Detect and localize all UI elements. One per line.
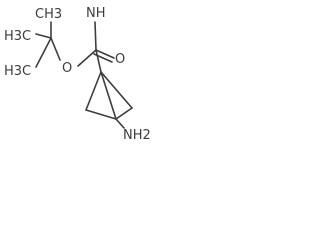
bond-o-carbonyl-c — [77, 49, 97, 67]
atom-label-amine: NH2 — [123, 128, 151, 143]
atom-label-ch3-top: CH3 — [35, 7, 62, 22]
bond-cage-3 — [100, 71, 117, 120]
atom-label-h3c-left-bottom: H3C — [4, 64, 31, 79]
atom-label-h3c-left-top: H3C — [4, 29, 31, 44]
bond-carbonyl-c-nh — [94, 21, 97, 51]
bonds — [35, 21, 133, 129]
bond-cage-1 — [85, 71, 102, 111]
bond-cq-ester-o — [50, 37, 61, 61]
atom-label-amide-nh: NH — [86, 6, 106, 21]
bond-cage-5 — [115, 107, 133, 120]
bond-cq-ch3-left-top — [35, 33, 52, 39]
bond-cage-nh2 — [115, 118, 125, 129]
structure-diagram: CH3 H3C H3C O O NH NH2 — [4, 6, 151, 143]
bond-cage-2 — [100, 71, 133, 109]
bond-cage-4 — [85, 109, 117, 120]
bond-cq-ch3-left-bottom — [35, 37, 52, 68]
atom-label-carbonyl-oxygen: O — [115, 52, 125, 67]
bond-carbonyl-double-a — [95, 49, 115, 59]
atom-labels: CH3 H3C H3C O O NH NH2 — [4, 6, 151, 143]
bond-carbonyl-c-cage — [95, 49, 102, 73]
atom-label-ester-oxygen: O — [62, 61, 72, 76]
